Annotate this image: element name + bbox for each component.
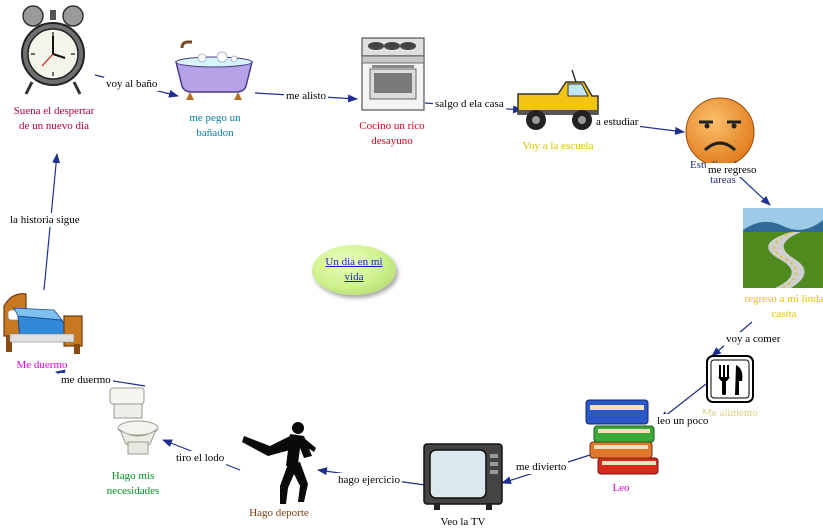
node-label-bath: me pego un bañadon <box>189 112 241 139</box>
bathtub-icon <box>175 40 253 100</box>
edge-label-study-home: me regreso <box>706 163 759 177</box>
edge-label-wake-bath: voy al baño <box>104 77 160 91</box>
node-label-eat: Me alimento <box>702 407 758 419</box>
node-label-sport: Hago deporte <box>249 507 309 519</box>
edge-label-needs-sleep: me duermo <box>59 373 113 387</box>
node-label-read: Leo <box>612 482 630 494</box>
edge-label-read-tv: me divierto <box>514 460 569 474</box>
node-label-wake: Suena el despertar de un nuevo dia <box>13 105 95 132</box>
alarm-clock-icon <box>21 5 85 95</box>
tv-icon <box>423 443 503 510</box>
node-label-tv: Veo la TV <box>440 516 486 528</box>
edge-label-eat-read: leo un poco <box>655 414 711 428</box>
edge-label-tv-sport: hago ejercicio <box>336 473 402 487</box>
node-label-sleep: Me duermo <box>16 359 68 371</box>
edge-label-breakfast-school: salgo d ela casa <box>433 97 506 111</box>
edge-label-home-eat: voy a comer <box>724 332 783 346</box>
road-icon <box>743 208 823 288</box>
node-label-school: Voy a la escuela <box>522 140 594 152</box>
stove-icon <box>361 37 425 111</box>
center-topic-node[interactable]: Un dia en mi vida <box>312 245 396 295</box>
karate-icon <box>242 422 316 504</box>
frown-face-icon <box>685 97 755 167</box>
books-icon <box>585 399 659 475</box>
bed-icon <box>3 293 83 354</box>
node-label-breakfast: Cocino un rico desayuno <box>359 120 425 147</box>
truck-icon <box>517 69 599 130</box>
edge-label-school-study: a estudiar <box>594 115 641 129</box>
edge-label-bath-breakfast: me alisto <box>284 89 329 103</box>
toilet-icon <box>109 387 159 455</box>
edge-label-sport-needs: tiro el lodo <box>174 451 227 465</box>
center-topic-link[interactable]: Un dia en mi vida <box>325 256 383 283</box>
fork-knife-icon <box>706 355 754 403</box>
edge-label-sleep-wake: la historia sigue <box>8 213 82 227</box>
node-label-home: regreso a mi linda casita <box>744 293 823 320</box>
node-label-needs: Hago mis necesidades <box>106 470 160 497</box>
